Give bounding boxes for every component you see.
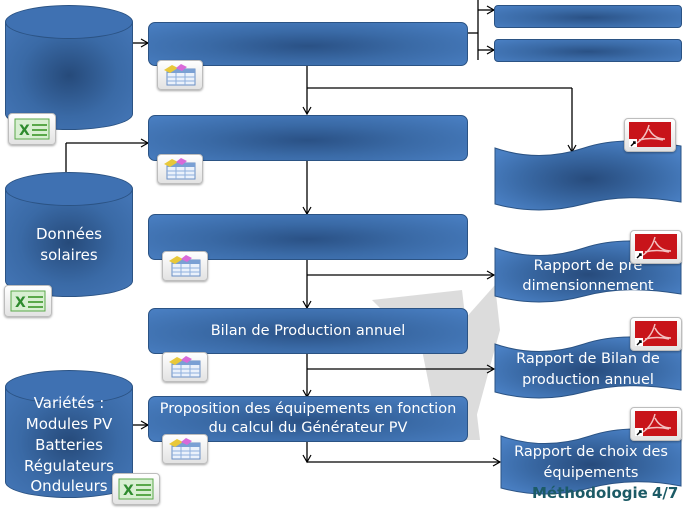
section-title: Méthodologie [532,484,648,502]
table-icon[interactable] [157,60,203,90]
report-4-shape [500,428,682,495]
solar-data-label-line1: Données [35,225,102,243]
report-1-shape [494,140,682,211]
report-choix-equipements: Rapport de choix des équipements [500,428,682,496]
report-4-line1: Rapport de choix des [514,444,668,460]
process-step-bilan-production: Bilan de Production annuel [148,308,468,354]
proposition-label-line2: du calcul du Générateur PV [208,420,408,436]
database-solar-data: Données solaires [5,172,133,297]
bilan-production-label: Bilan de Production annuel [210,322,406,339]
varieties-line-1: Variétés : [33,394,105,412]
pdf-icon[interactable] [630,407,682,441]
pdf-icon[interactable] [630,317,682,351]
database-cylinder-top [5,5,133,130]
process-step-proposition-equipements: Proposition des équipements en fonction … [148,396,468,442]
table-icon[interactable] [162,352,208,382]
report-2-line1: Rapport de pré [533,258,643,274]
pdf-icon[interactable] [624,118,676,152]
table-icon[interactable] [162,251,208,281]
svg-text:X: X [123,483,134,499]
excel-icon[interactable]: X [112,473,160,505]
table-icon[interactable] [162,434,208,464]
process-step-1 [148,22,468,66]
varieties-line-5: Onduleurs [30,477,108,495]
svg-text:X: X [15,295,26,311]
varieties-line-4: Régulateurs [24,457,114,475]
report-1 [494,140,682,212]
output-box-b [494,39,682,62]
proposition-label-line1: Proposition des équipements en fonction [159,401,457,417]
report-2-line2: dimensionnement [522,278,654,294]
table-icon[interactable] [157,154,203,184]
report-bilan-production: Rapport de Bilan de production annuel [494,336,682,400]
report-4-line2: équipements [543,465,639,481]
report-3-shape [494,336,682,399]
database-varieties: Variétés : Modules PV Batteries Régulate… [5,370,133,498]
pdf-icon[interactable] [630,230,682,264]
varieties-line-3: Batteries [35,436,103,454]
output-box-a [494,5,682,28]
varieties-line-2: Modules PV [25,415,113,433]
report-3-line1: Rapport de Bilan de [516,351,660,367]
page-indicator: 4/7 [652,484,679,502]
solar-data-label-line2: solaires [40,246,98,264]
process-step-2 [148,115,468,161]
excel-icon[interactable]: X [8,113,56,145]
svg-text:X: X [19,123,30,139]
excel-icon[interactable]: X [4,285,52,317]
report-3-line2: production annuel [522,372,654,388]
